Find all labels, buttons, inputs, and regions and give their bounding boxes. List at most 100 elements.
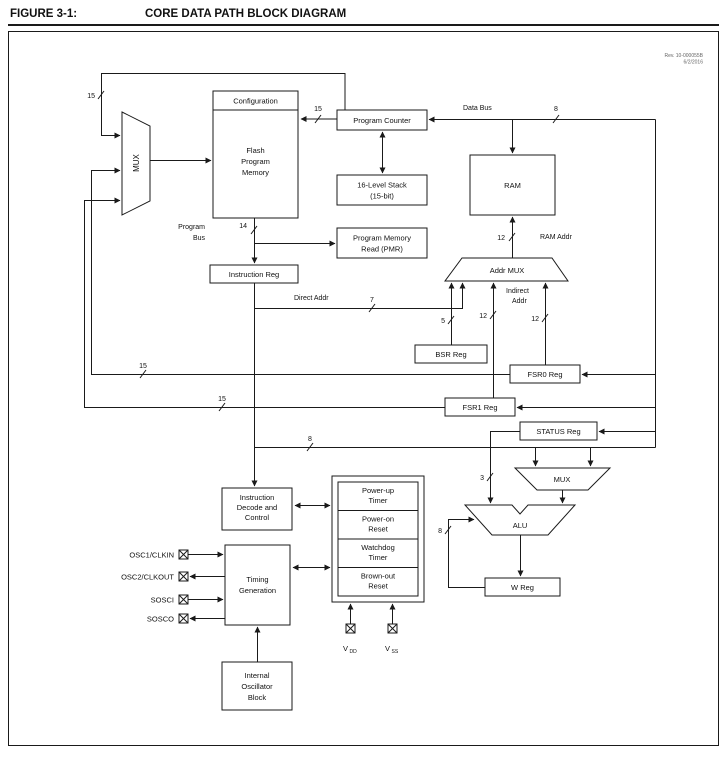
instruction-reg-label: Instruction Reg: [229, 270, 279, 279]
intosc-label-line1: Internal: [244, 671, 269, 680]
bus-width-7-direct: 7: [370, 297, 374, 304]
indirect-addr-label-line2: Addr: [512, 298, 527, 305]
program-counter-box: [336, 109, 428, 131]
status-reg-label: STATUS Reg: [536, 427, 580, 436]
w-reg-label: W Reg: [511, 583, 534, 592]
pin-cross: [178, 613, 189, 624]
figure-frame: [8, 31, 719, 746]
bus-tick: [486, 472, 494, 482]
osc1-pin-icon: [178, 549, 189, 560]
bus-tick: [541, 313, 549, 323]
wire-direct-addr: [254, 282, 466, 309]
bus-tick: [368, 303, 376, 313]
bus-width-3-status: 3: [480, 475, 484, 482]
bus-tick: [489, 310, 497, 320]
vdd-pin-icon: [345, 623, 356, 634]
flash-program-memory-box: [212, 109, 299, 219]
powerup-timer-line1: Power-up: [362, 486, 394, 495]
revision-code: Rev. 10-000055B: [664, 53, 703, 59]
wire-fsr0-to-muxleft: [91, 167, 510, 375]
vss-label: V: [385, 644, 390, 653]
mux-left-label: MUX: [132, 153, 141, 171]
brownout-reset-line2: Reset: [368, 582, 389, 591]
flash-label-line1: Flash: [246, 146, 264, 155]
bus-tick: [218, 402, 226, 412]
bus-tick: [552, 114, 560, 124]
stack-label-line2: (15-bit): [370, 192, 394, 201]
poweron-reset-line2: Reset: [368, 525, 389, 534]
bsr-reg-box: [414, 344, 488, 364]
revision-date: 6/2/2016: [684, 60, 704, 66]
wires: [84, 73, 656, 662]
bus-width-15-fsr1: 15: [218, 396, 226, 403]
bus-width-15-fsr0: 15: [139, 363, 147, 370]
bus-width-12-fsr1: 12: [479, 313, 487, 320]
alu-label: ALU: [513, 521, 528, 530]
decode-label-line2: Decode and: [237, 503, 277, 512]
pin-cross: [178, 549, 189, 560]
pin-cross: [345, 623, 356, 634]
ram-addr-label: RAM Addr: [540, 234, 573, 241]
figure-number-label: FIGURE 3-1:: [10, 8, 77, 20]
indirect-addr-label-line1: Indirect: [506, 288, 529, 295]
ram-label: RAM: [504, 181, 521, 190]
pin-labels: OSC1/CLKIN OSC2/CLKOUT SOSCI SOSCO V DD …: [121, 551, 399, 656]
bus-width-12-ramaddr: 12: [497, 235, 505, 242]
pin-cross: [387, 623, 398, 634]
bus-tick: [250, 225, 258, 235]
bus-tick: [306, 442, 314, 452]
bsr-reg-label: BSR Reg: [435, 350, 466, 359]
pmr-box: [336, 227, 428, 259]
timing-label-line2: Generation: [239, 586, 276, 595]
wire-pc-to-muxleft: [101, 73, 346, 139]
bus-tick: [314, 114, 322, 124]
wire-labels: Data Bus Program Bus RAM Addr Direct Add…: [87, 93, 572, 535]
brownout-reset-line1: Brown-out: [361, 572, 396, 581]
stack-label-line1: 16-Level Stack: [357, 181, 407, 190]
fsr0-reg-label: FSR0 Reg: [527, 370, 562, 379]
bus-width-8-databus: 8: [554, 106, 558, 113]
bus-width-8-literal: 8: [308, 436, 312, 443]
sosco-pin-icon: [178, 613, 189, 624]
configuration-label: Configuration: [233, 97, 278, 106]
fsr0-reg-box: [509, 364, 581, 384]
fsr1-reg-label: FSR1 Reg: [462, 403, 497, 412]
osc2-pin-icon: [178, 571, 189, 582]
powerup-timer-line2: Timer: [369, 496, 388, 505]
bus-tick: [444, 525, 452, 535]
poweron-reset-line1: Power-on: [362, 515, 394, 524]
alu-shape: [463, 504, 577, 536]
blocks: [121, 90, 612, 711]
flash-label-line2: Program: [241, 157, 270, 166]
bus-tick: [508, 232, 516, 242]
program-counter-label: Program Counter: [353, 116, 411, 125]
fsr1-reg-box: [444, 397, 516, 417]
wire-fsr1-to-muxleft: [84, 197, 445, 408]
timing-label-line1: Timing: [246, 575, 268, 584]
intosc-label-line3: Block: [248, 693, 267, 702]
addr-mux-shape: [444, 257, 569, 282]
bus-width-8-wreg: 8: [438, 528, 442, 535]
mux-right-label: MUX: [554, 475, 571, 484]
wire-status-to-alu: [487, 431, 520, 504]
bus-width-12-fsr0: 12: [531, 316, 539, 323]
sosci-label: SOSCI: [151, 596, 174, 605]
bus-tick: [97, 90, 105, 100]
bus-tick: [139, 369, 147, 379]
program-bus-label-line1: Program: [178, 224, 205, 231]
addr-mux-label: Addr MUX: [490, 266, 525, 275]
osc1-clkin-label: OSC1/CLKIN: [129, 551, 174, 560]
program-bus-label-line2: Bus: [193, 235, 206, 242]
wire-wreg-to-alu: [448, 516, 485, 588]
instruction-reg-box: [209, 264, 299, 284]
bus-width-15-left: 15: [87, 93, 95, 100]
vss-label-sub: SS: [392, 649, 399, 655]
internal-oscillator-box: [221, 661, 293, 711]
vdd-label-sub: DD: [350, 649, 358, 655]
bus-width-14: 14: [239, 223, 247, 230]
timing-generation-box: [224, 544, 291, 626]
w-reg-box: [484, 577, 561, 597]
sosco-label: SOSCO: [147, 615, 174, 624]
ram-box: [469, 154, 556, 216]
